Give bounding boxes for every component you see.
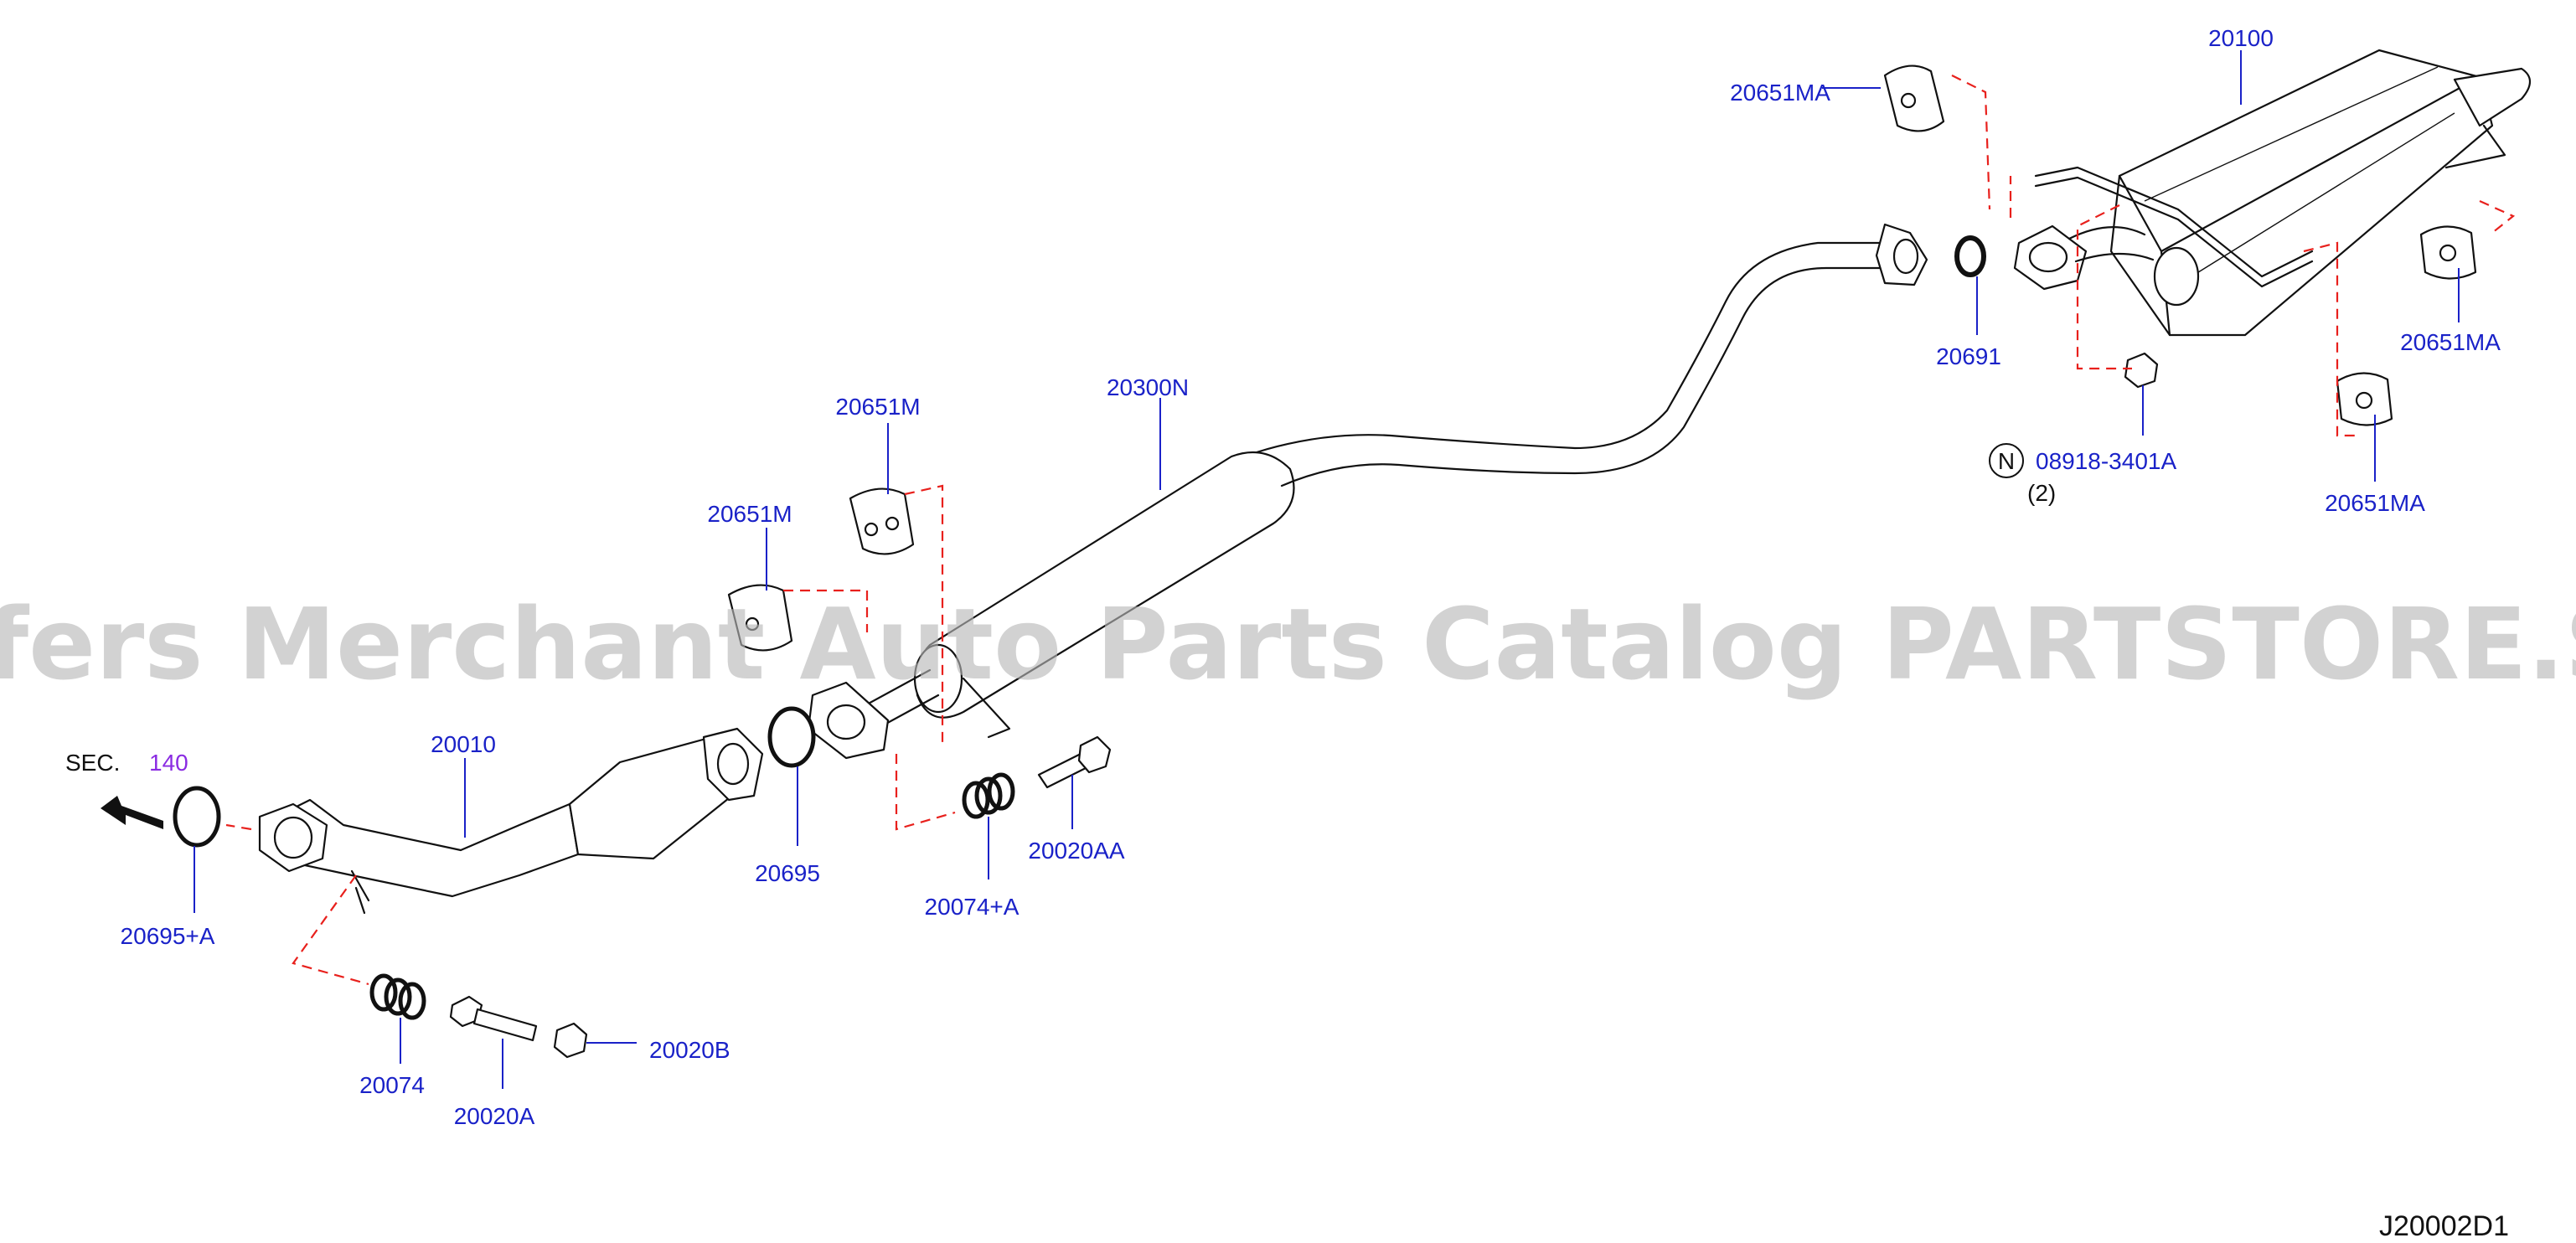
section-prefix: SEC. bbox=[65, 750, 120, 776]
leader-lines bbox=[194, 50, 2460, 1089]
nut-marker-circle-icon bbox=[1989, 443, 2024, 478]
callout-mount-rubber-center-upper[interactable]: 20651M bbox=[835, 394, 920, 420]
mount-rubber-center-lower-drawing[interactable] bbox=[727, 584, 793, 652]
callout-mount-rubber-right-upper[interactable]: 20651MA bbox=[2400, 329, 2501, 355]
gasket-sec-drawing[interactable] bbox=[173, 786, 221, 848]
section-number[interactable]: 140 bbox=[149, 750, 188, 776]
callout-mount-rubber-right-lower[interactable]: 20651MA bbox=[2325, 490, 2425, 516]
mount-rubber-right-lower-drawing[interactable] bbox=[2336, 372, 2393, 426]
callout-center-tube[interactable]: 20300N bbox=[1107, 374, 1189, 400]
diagram-code: J20002D1 bbox=[2379, 1210, 2509, 1242]
watermark: Offers Merchant Auto Parts Catalog PARTS… bbox=[0, 586, 2576, 702]
gasket-front-drawing[interactable] bbox=[767, 706, 816, 768]
spring-front-drawing[interactable] bbox=[962, 772, 1015, 819]
spring-rear-drawing[interactable] bbox=[369, 973, 426, 1020]
callout-bolt-front[interactable]: 20020AA bbox=[1028, 838, 1125, 864]
callout-catalyst-converter[interactable]: 20010 bbox=[431, 731, 496, 757]
assembly-dash-lines bbox=[225, 75, 2516, 986]
callout-bolt-rear[interactable]: 20020A bbox=[454, 1103, 535, 1129]
callout-muffler[interactable]: 20100 bbox=[2208, 25, 2274, 51]
bolt-front-drawing[interactable] bbox=[1037, 735, 1112, 789]
mount-rubber-right-upper-drawing[interactable] bbox=[2419, 225, 2477, 280]
flange-nut-drawing[interactable] bbox=[2124, 352, 2159, 389]
callout-spring-rear[interactable]: 20074 bbox=[359, 1072, 425, 1098]
callout-spring-front[interactable]: 20074+A bbox=[925, 894, 1020, 920]
nut-marker: N bbox=[1998, 448, 2015, 474]
section-reference[interactable]: SEC. 140 bbox=[65, 750, 188, 776]
callout-nut-qty: (2) bbox=[2027, 480, 2056, 506]
center-tube-drawing[interactable] bbox=[807, 223, 1928, 760]
callout-nut-part[interactable]: 08918-3401A bbox=[2036, 448, 2176, 474]
callout-mount-rubber-center-lower[interactable]: 20651M bbox=[707, 501, 792, 527]
callout-gasket-rear[interactable]: 20691 bbox=[1936, 343, 2001, 369]
callout-gasket-sec[interactable]: 20695+A bbox=[121, 923, 215, 949]
mount-rubber-top-drawing[interactable] bbox=[1883, 64, 1945, 132]
callout-nut-small[interactable]: 20020B bbox=[649, 1037, 730, 1063]
catalyst-converter-drawing[interactable] bbox=[258, 727, 764, 915]
gasket-rear-drawing[interactable] bbox=[1954, 235, 1986, 277]
bolt-rear-drawing[interactable] bbox=[449, 995, 538, 1042]
muffler-drawing[interactable] bbox=[2034, 49, 2532, 337]
callout-gasket-front[interactable]: 20695 bbox=[755, 860, 820, 886]
callout-mount-rubber-top[interactable]: 20651MA bbox=[1730, 80, 1830, 106]
nut-callout[interactable]: N 08918-3401A (2) bbox=[1989, 443, 2176, 506]
section-arrow-icon bbox=[101, 796, 163, 829]
mount-rubber-center-upper-drawing[interactable] bbox=[849, 487, 915, 555]
nut-small-drawing[interactable] bbox=[553, 1022, 588, 1059]
